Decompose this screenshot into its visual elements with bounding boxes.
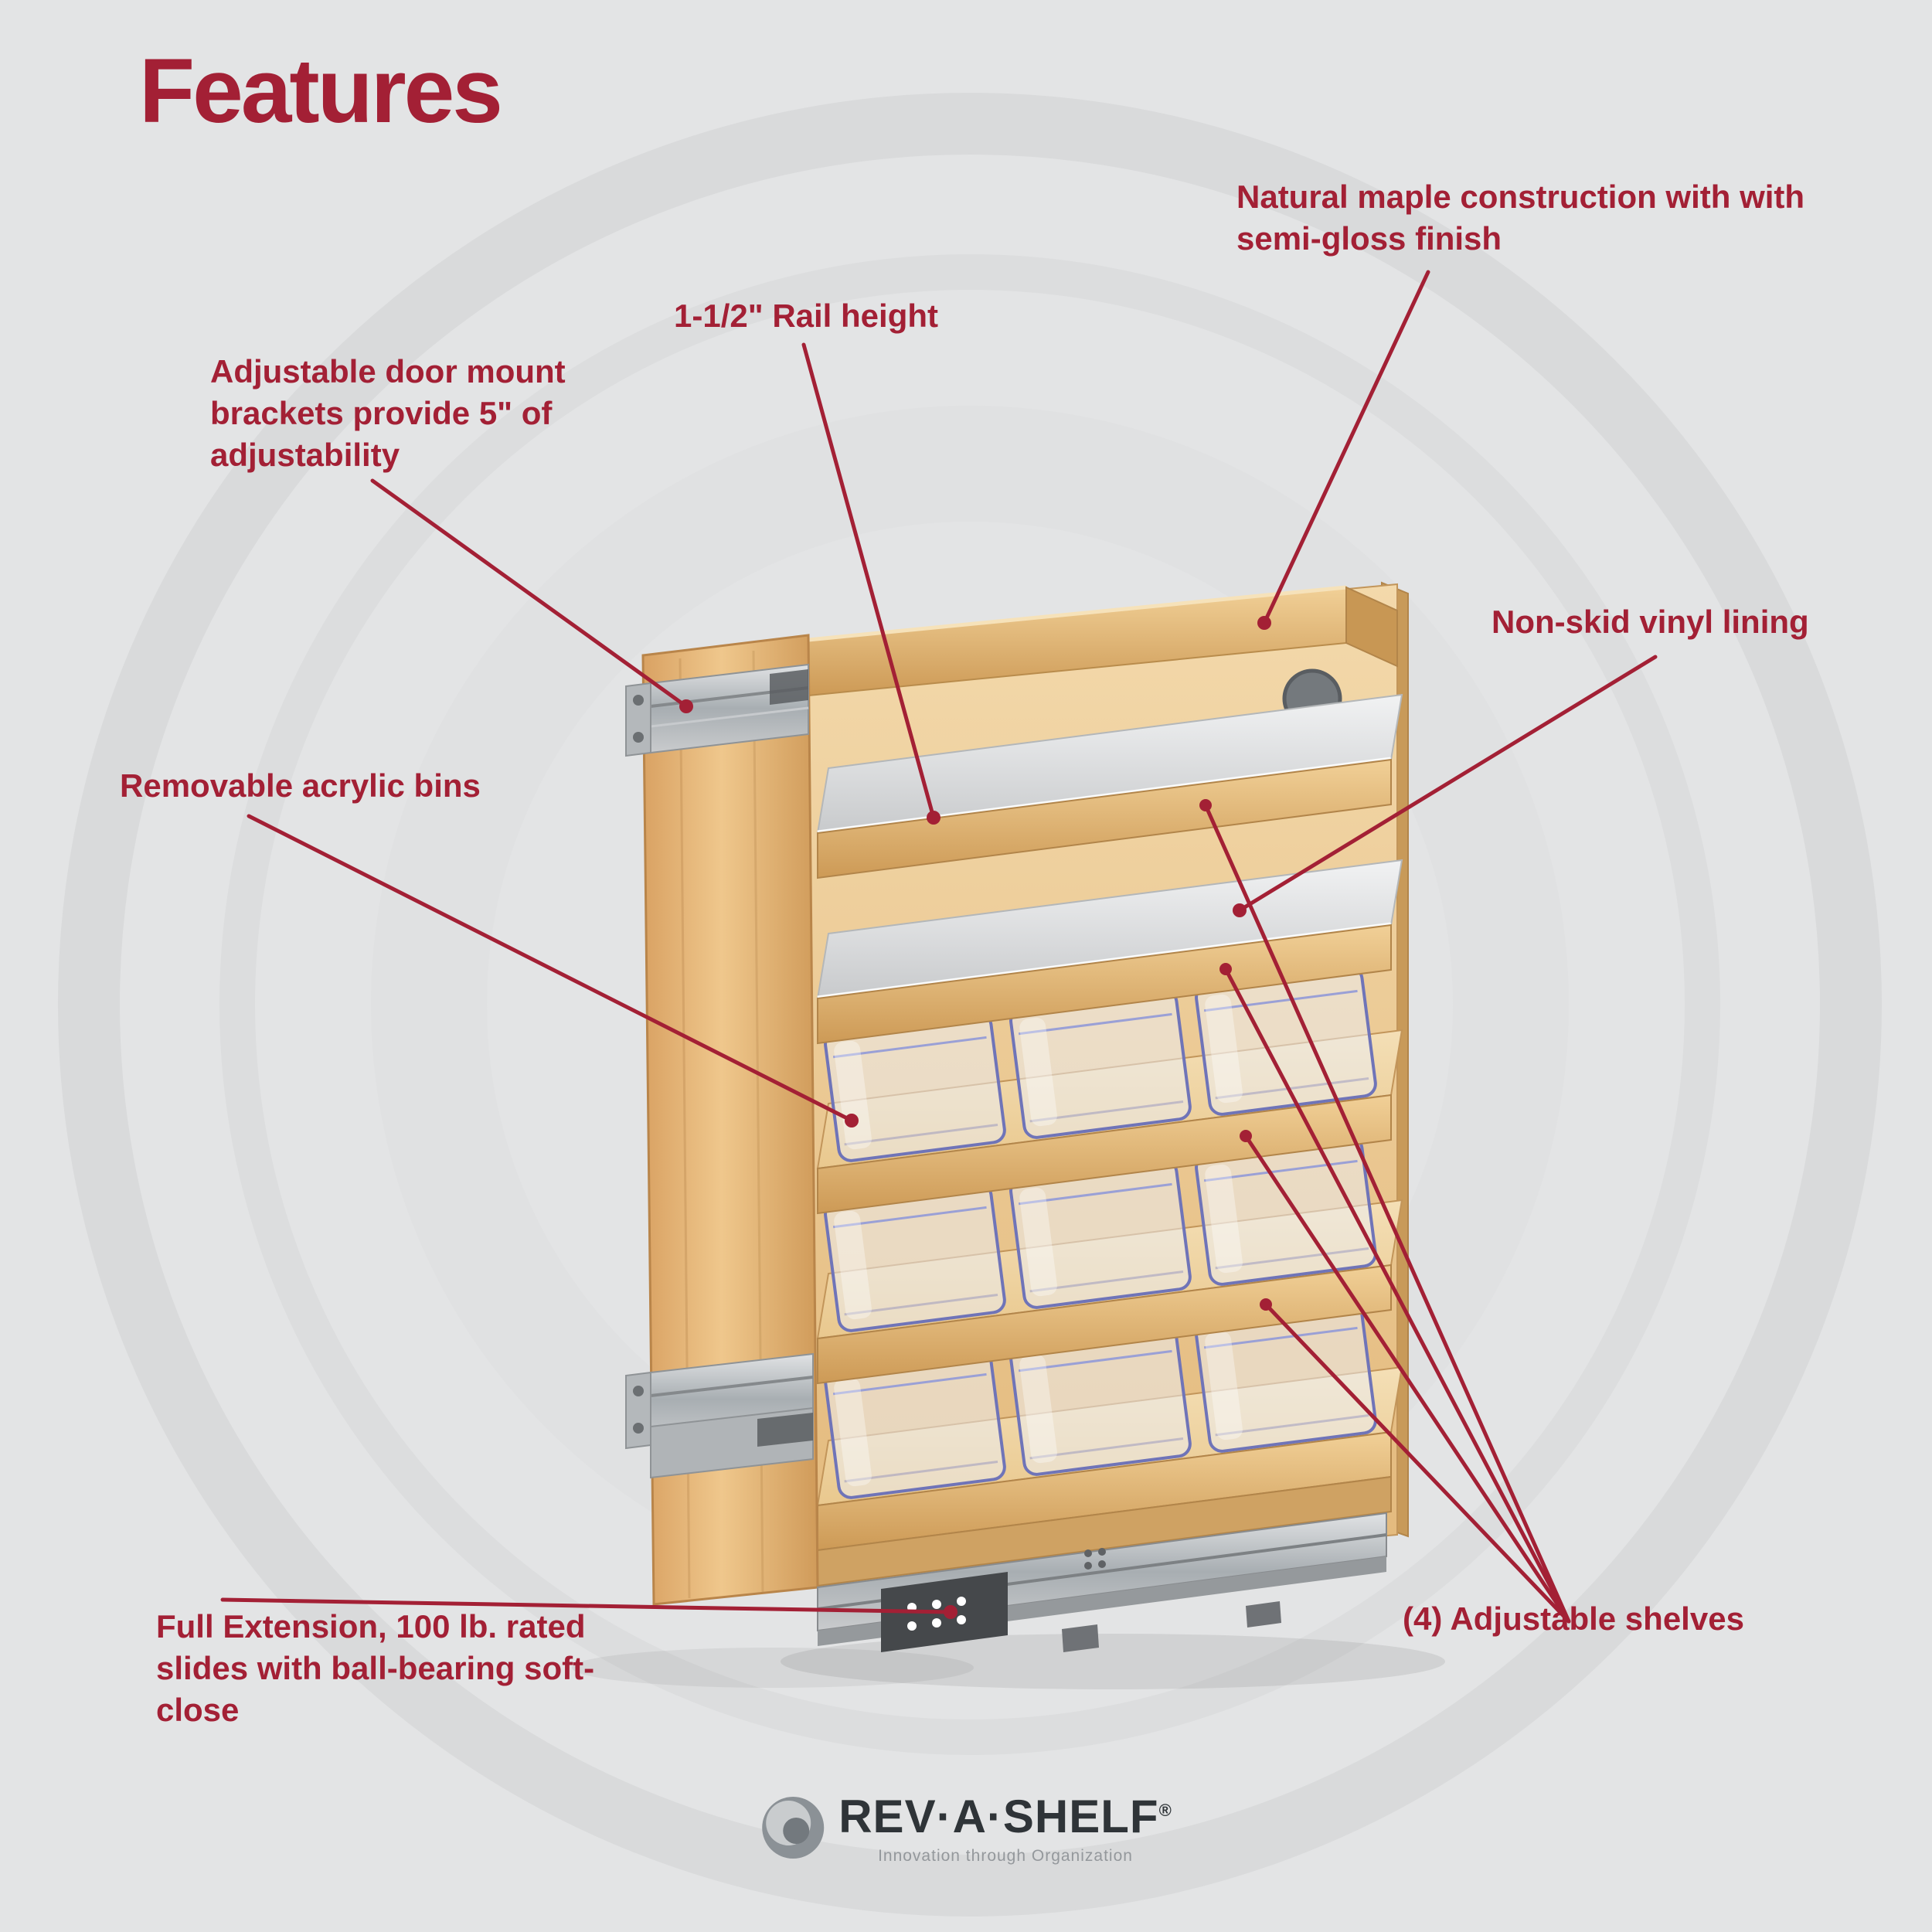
callout-maple-construction: Natural maple construction with with sem…: [1236, 179, 1805, 257]
page-title: Features: [139, 40, 503, 142]
callout-rail-height: 1-1/2" Rail height: [674, 298, 938, 334]
brand-tagline: Innovation through Organization: [878, 1847, 1133, 1865]
brand-name: REV·A·SHELF®: [838, 1790, 1172, 1843]
callout-vinyl-lining: Non-skid vinyl lining: [1492, 604, 1809, 640]
leader-shelf-2: [1223, 967, 1571, 1624]
lower-slide-bracket: [625, 1352, 814, 1479]
bottom-slide: [817, 1512, 1387, 1652]
leader-lines: [220, 270, 1658, 1624]
leader-vinyl: [1237, 655, 1658, 913]
revashelf-logo-icon: [762, 1797, 825, 1859]
brand-logo: REV·A·SHELF® Innovation through Organiza…: [760, 1790, 1172, 1866]
registered-mark: ®: [1158, 1801, 1172, 1820]
upper-slide-bracket: [625, 663, 809, 757]
leader-shelf-1: [1203, 803, 1571, 1624]
acrylic-bins: [822, 964, 1379, 1501]
leader-slides: [220, 1597, 953, 1614]
leader-bins: [247, 814, 854, 1123]
leader-shelf-4: [1264, 1302, 1571, 1624]
top-rail: [808, 585, 1398, 697]
leader-maple: [1262, 270, 1430, 625]
leader-door-mount: [370, 478, 689, 709]
callout-adjustable-shelves: (4) Adjustable shelves: [1403, 1600, 1744, 1637]
leader-dots: [679, 616, 1272, 1619]
callout-door-mount-brackets: Adjustable door mount brackets provide 5…: [210, 353, 566, 473]
product-illustration: [572, 581, 1445, 1689]
leader-shelf-3: [1243, 1134, 1571, 1624]
leader-rail-height: [801, 342, 936, 820]
brand-name-text: REV·A·SHELF: [838, 1791, 1159, 1842]
callout-acrylic-bins: Removable acrylic bins: [120, 767, 481, 804]
callout-extension-slides: Full Extension, 100 lb. rated slides wit…: [156, 1608, 595, 1728]
shelf-front-rails: [817, 758, 1392, 1552]
